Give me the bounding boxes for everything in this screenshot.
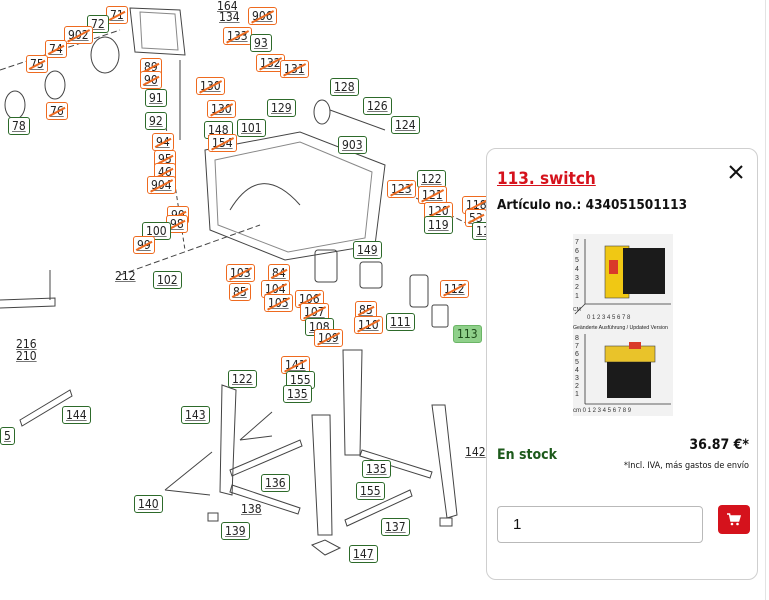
part-label-131[interactable]: 131 [280, 60, 309, 78]
part-label-210[interactable]: 210 [16, 349, 37, 363]
part-label-113[interactable]: 113 [453, 325, 482, 343]
part-label-144[interactable]: 144 [62, 406, 91, 424]
part-detail-panel: 113. switch Artículo no.: 434051501113 7… [486, 148, 758, 580]
part-label-140[interactable]: 140 [134, 495, 163, 513]
page-divider [765, 0, 766, 600]
svg-text:1: 1 [575, 391, 579, 398]
part-label-155[interactable]: 155 [356, 482, 385, 500]
part-label-142[interactable]: 142 [465, 445, 486, 459]
part-label-903[interactable]: 903 [338, 136, 367, 154]
part-label-130[interactable]: 130 [196, 77, 225, 95]
part-label-135[interactable]: 135 [362, 460, 391, 478]
svg-text:4: 4 [575, 266, 579, 273]
part-label-105[interactable]: 105 [264, 294, 293, 312]
part-label-91[interactable]: 91 [145, 89, 167, 107]
svg-text:1: 1 [575, 293, 579, 300]
part-label-5[interactable]: 5 [0, 427, 15, 445]
part-label-133[interactable]: 133 [223, 27, 252, 45]
part-label-134[interactable]: 134 [219, 10, 240, 24]
svg-text:4: 4 [575, 367, 579, 374]
price: 36.87 €* [689, 437, 749, 453]
svg-text:CM: CM [573, 307, 581, 313]
part-label-119[interactable]: 119 [424, 216, 453, 234]
part-label-124[interactable]: 124 [391, 116, 420, 134]
part-label-85[interactable]: 85 [229, 283, 251, 301]
part-label-122[interactable]: 122 [228, 370, 257, 388]
svg-text:3: 3 [575, 275, 579, 282]
part-label-93[interactable]: 93 [250, 34, 272, 52]
part-label-110[interactable]: 110 [354, 316, 383, 334]
svg-text:6: 6 [575, 248, 579, 255]
part-label-121[interactable]: 121 [418, 186, 447, 204]
part-label-906[interactable]: 906 [248, 7, 277, 25]
part-label-141[interactable]: 141 [281, 356, 310, 374]
part-label-99[interactable]: 99 [133, 236, 155, 254]
part-label-123[interactable]: 123 [387, 180, 416, 198]
part-label-103[interactable]: 103 [226, 264, 255, 282]
svg-text:7: 7 [575, 239, 579, 246]
svg-text:2: 2 [575, 284, 579, 291]
part-label-94[interactable]: 94 [152, 133, 174, 151]
svg-text:5: 5 [575, 257, 579, 264]
part-title-link[interactable]: 113. switch [497, 169, 596, 189]
part-label-109[interactable]: 109 [314, 329, 343, 347]
svg-text:2: 2 [575, 383, 579, 390]
part-label-92[interactable]: 92 [145, 112, 167, 130]
svg-text:7: 7 [575, 343, 579, 350]
part-label-128[interactable]: 128 [330, 78, 359, 96]
svg-text:8: 8 [575, 335, 579, 342]
svg-text:3: 3 [575, 375, 579, 382]
svg-text:0 1 2 3 4 5 6 7 8: 0 1 2 3 4 5 6 7 8 [587, 315, 631, 321]
part-label-71[interactable]: 71 [106, 6, 128, 24]
part-label-139[interactable]: 139 [221, 522, 250, 540]
cart-icon [727, 513, 741, 526]
part-label-130[interactable]: 130 [207, 100, 236, 118]
svg-text:cm 0 1 2 3 4 5 6 7 8 9: cm 0 1 2 3 4 5 6 7 8 9 [573, 408, 632, 414]
svg-text:Geänderte Ausführung / Updated: Geänderte Ausführung / Updated Version [573, 325, 668, 331]
part-label-137[interactable]: 137 [381, 518, 410, 536]
part-label-120[interactable]: 120 [424, 202, 453, 220]
part-label-147[interactable]: 147 [349, 545, 378, 563]
part-label-902[interactable]: 902 [64, 26, 93, 44]
article-number: Artículo no.: 434051501113 [497, 197, 688, 213]
part-label-98[interactable]: 98 [166, 215, 188, 233]
part-label-216[interactable]: 216 [16, 337, 37, 351]
part-label-74[interactable]: 74 [45, 40, 67, 58]
part-label-76[interactable]: 76 [46, 102, 68, 120]
quantity-input[interactable] [497, 506, 703, 543]
part-label-138[interactable]: 138 [241, 502, 262, 516]
part-label-149[interactable]: 149 [353, 241, 382, 259]
part-label-78[interactable]: 78 [8, 117, 30, 135]
part-label-101[interactable]: 101 [237, 119, 266, 137]
part-label-135[interactable]: 135 [283, 385, 312, 403]
part-label-112[interactable]: 112 [440, 280, 469, 298]
part-label-75[interactable]: 75 [26, 55, 48, 73]
part-label-126[interactable]: 126 [363, 97, 392, 115]
part-label-102[interactable]: 102 [153, 271, 182, 289]
close-button[interactable] [725, 161, 747, 183]
part-label-212[interactable]: 212 [115, 269, 136, 283]
tax-note: *Incl. IVA, más gastos de envío [623, 461, 749, 471]
part-label-136[interactable]: 136 [261, 474, 290, 492]
part-label-143[interactable]: 143 [181, 406, 210, 424]
svg-text:6: 6 [575, 351, 579, 358]
part-label-129[interactable]: 129 [267, 99, 296, 117]
part-label-164[interactable]: 164 [217, 0, 238, 13]
stock-status: En stock [497, 447, 557, 463]
svg-text:5: 5 [575, 359, 579, 366]
part-label-154[interactable]: 154 [208, 134, 237, 152]
part-label-111[interactable]: 111 [386, 313, 415, 331]
add-to-cart-button[interactable] [718, 505, 750, 534]
close-icon [729, 165, 743, 179]
part-label-90[interactable]: 90 [140, 71, 162, 89]
part-label-904[interactable]: 904 [147, 176, 176, 194]
